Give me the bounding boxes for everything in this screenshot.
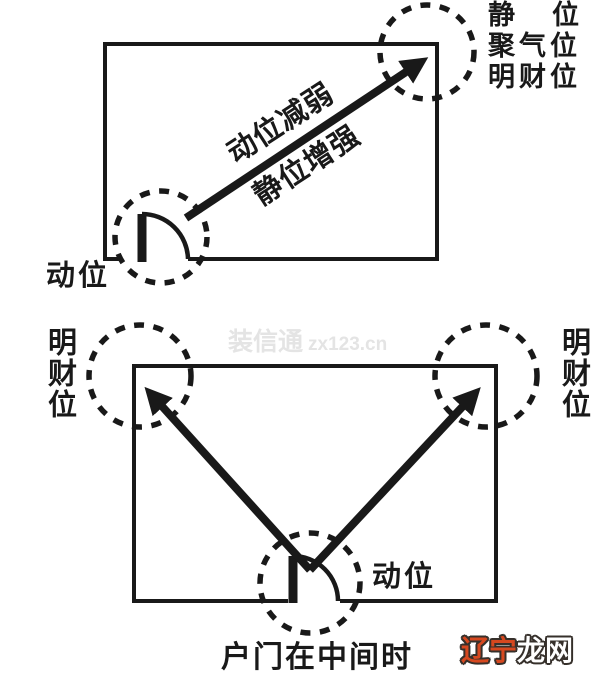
top-door-label: 动位 (46, 260, 111, 292)
qi-gathering-position-label: 聚气位 (488, 31, 581, 61)
top-room-outline (103, 42, 439, 261)
bottom-caption: 户门在中间时 (221, 641, 413, 674)
top-door-swing-arc (141, 211, 191, 260)
bottom-left-arrow (144, 386, 313, 573)
bottom-door-label: 动位 (372, 561, 437, 593)
top-corner-dashed-circle (377, 2, 477, 102)
bottom-left-wealth-label: 明财位 (43, 327, 76, 420)
bottom-right-corner-dashed-circle (432, 322, 540, 430)
watermark-brand: 装信通 (228, 328, 304, 356)
watermark-site: zx123.cn (308, 334, 388, 355)
bottom-left-corner-dashed-circle (86, 322, 194, 430)
site-logo-prefix: 辽宁 (460, 635, 518, 666)
site-logo: 辽宁龙网 (460, 635, 574, 666)
bottom-door-dashed-circle (257, 530, 363, 636)
bottom-right-arrow (307, 387, 481, 573)
top-door-dashed-circle (112, 188, 210, 286)
top-diagonal-arrow (183, 57, 429, 222)
top-corner-label-block: 静位 聚气位 明财位 (488, 0, 600, 93)
bottom-room-outline (132, 364, 498, 603)
site-logo-suffix: 龙网 (516, 635, 574, 666)
bottom-right-wealth-label: 明财位 (557, 327, 590, 420)
wealth-position-label: 明财位 (488, 62, 581, 92)
static-position-label: 静位 (488, 0, 579, 30)
